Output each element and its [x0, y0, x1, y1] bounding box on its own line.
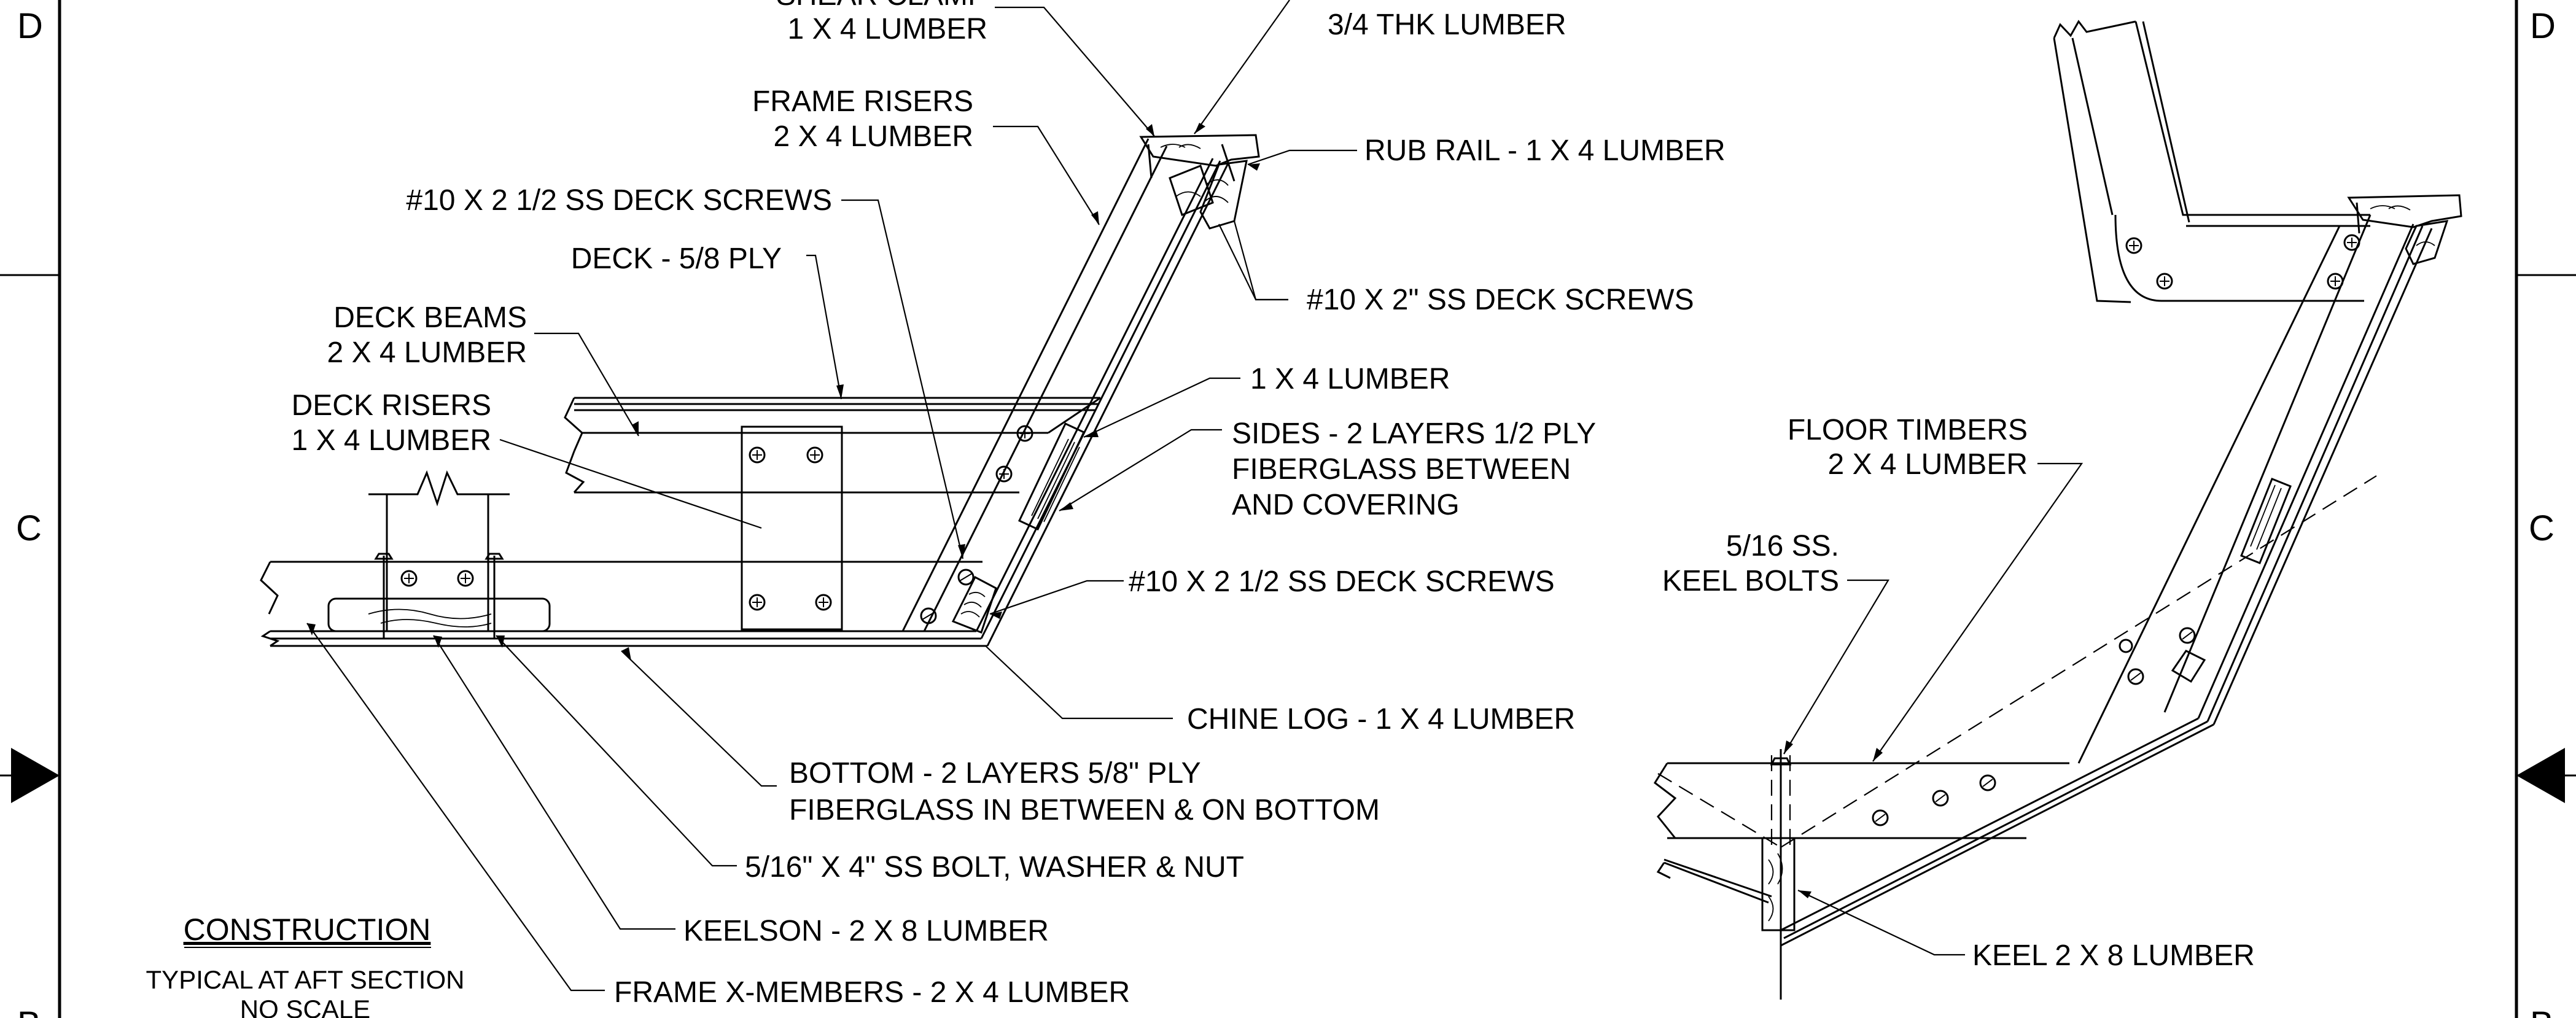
zone-label-left-b: B: [17, 1004, 41, 1018]
label-keel-bolts-line1: 5/16 SS.: [1726, 530, 1839, 562]
section-title: CONSTRUCTION TYPICAL AT AFT SECTION NO S…: [146, 912, 465, 1018]
label-bottom-line1: BOTTOM - 2 LAYERS 5/8" PLY: [789, 757, 1201, 790]
label-keel-bolts-line2: KEEL BOLTS: [1662, 565, 1839, 597]
riser-screws: [400, 570, 474, 587]
left-section-drawing: [260, 134, 1260, 647]
label-floor-timbers-line2: 2 X 4 LUMBER: [1828, 448, 2028, 481]
chine-log: [951, 575, 997, 634]
left-callouts: SHEAR CLAMP 1 X 4 LUMBER 3/4 THK LUMBER …: [292, 0, 1726, 1009]
label-deck-screws-2in: #10 X 2" SS DECK SCREWS: [1307, 284, 1694, 316]
label-rub-rail: RUB RAIL - 1 X 4 LUMBER: [1364, 134, 1726, 167]
side-batten: [1018, 422, 1086, 530]
right-chine: [2171, 650, 2206, 683]
right-callouts: FLOOR TIMBERS 2 X 4 LUMBER 5/16 SS. KEEL…: [1662, 414, 2255, 972]
zone-label-right-c: C: [2529, 508, 2555, 548]
label-bottom-line2: FIBERGLASS IN BETWEEN & ON BOTTOM: [789, 794, 1380, 826]
label-keel: KEEL 2 X 8 LUMBER: [1972, 939, 2255, 972]
section-title-scale: NO SCALE: [240, 995, 370, 1018]
right-sheer-clamp: [2347, 194, 2462, 228]
zone-label-left-d: D: [17, 6, 43, 46]
label-deck-screws-lower: #10 X 2 1/2 SS DECK SCREWS: [1129, 565, 1555, 598]
label-floor-timbers-line1: FLOOR TIMBERS: [1788, 414, 2028, 446]
zone-label-right-b: B: [2530, 1004, 2554, 1018]
label-top-lumber: 3/4 THK LUMBER: [1328, 9, 1566, 41]
label-frame-xmembers: FRAME X-MEMBERS - 2 X 4 LUMBER: [614, 976, 1130, 1009]
right-keel: [1761, 837, 1796, 931]
right-section-drawing: [1654, 20, 2462, 1000]
label-deck-risers-line2: 1 X 4 LUMBER: [292, 424, 491, 457]
sheer-clamp: [1139, 134, 1260, 167]
rub-rail: [1199, 160, 1248, 230]
label-chine-log: CHINE LOG - 1 X 4 LUMBER: [1187, 703, 1575, 736]
label-deck-screws-top: #10 X 2 1/2 SS DECK SCREWS: [406, 184, 832, 217]
label-deck-beams-line2: 2 X 4 LUMBER: [327, 336, 527, 369]
section-title-subtitle: TYPICAL AT AFT SECTION: [146, 965, 465, 994]
right-leaders: [1783, 462, 2084, 956]
right-frame-screws: [1872, 627, 2196, 826]
label-1x4-lumber: 1 X 4 LUMBER: [1250, 363, 1450, 395]
label-deck: DECK - 5/8 PLY: [571, 243, 782, 275]
left-leaders: [306, 0, 1357, 992]
zone-label-left-c: C: [16, 508, 42, 548]
label-sides-line3: AND COVERING: [1232, 489, 1460, 521]
label-sides-line2: FIBERGLASS BETWEEN: [1232, 453, 1571, 486]
section-title-heading: CONSTRUCTION: [184, 912, 431, 947]
keelson-bolts: [374, 553, 504, 639]
label-bolt: 5/16" X 4" SS BOLT, WASHER & NUT: [745, 851, 1244, 884]
upper-frame-screws: [2125, 234, 2360, 290]
gusset-screws: [749, 425, 1033, 624]
label-frame-risers-line1: FRAME RISERS: [752, 85, 973, 118]
gusset-plate: [741, 425, 843, 631]
label-shear-clamp-line1: SHEAR CLAMP: [776, 0, 987, 12]
label-keelson: KEELSON - 2 X 8 LUMBER: [683, 915, 1049, 947]
label-sides-line1: SIDES - 2 LAYERS 1/2 PLY: [1232, 418, 1596, 450]
label-frame-risers-line2: 2 X 4 LUMBER: [774, 120, 973, 153]
keelson-block: [327, 597, 551, 632]
label-deck-beams-line1: DECK BEAMS: [333, 301, 527, 334]
zone-label-right-d: D: [2530, 6, 2556, 46]
label-deck-risers-line1: DECK RISERS: [292, 389, 491, 422]
label-shear-clamp-line2: 1 X 4 LUMBER: [788, 13, 987, 45]
